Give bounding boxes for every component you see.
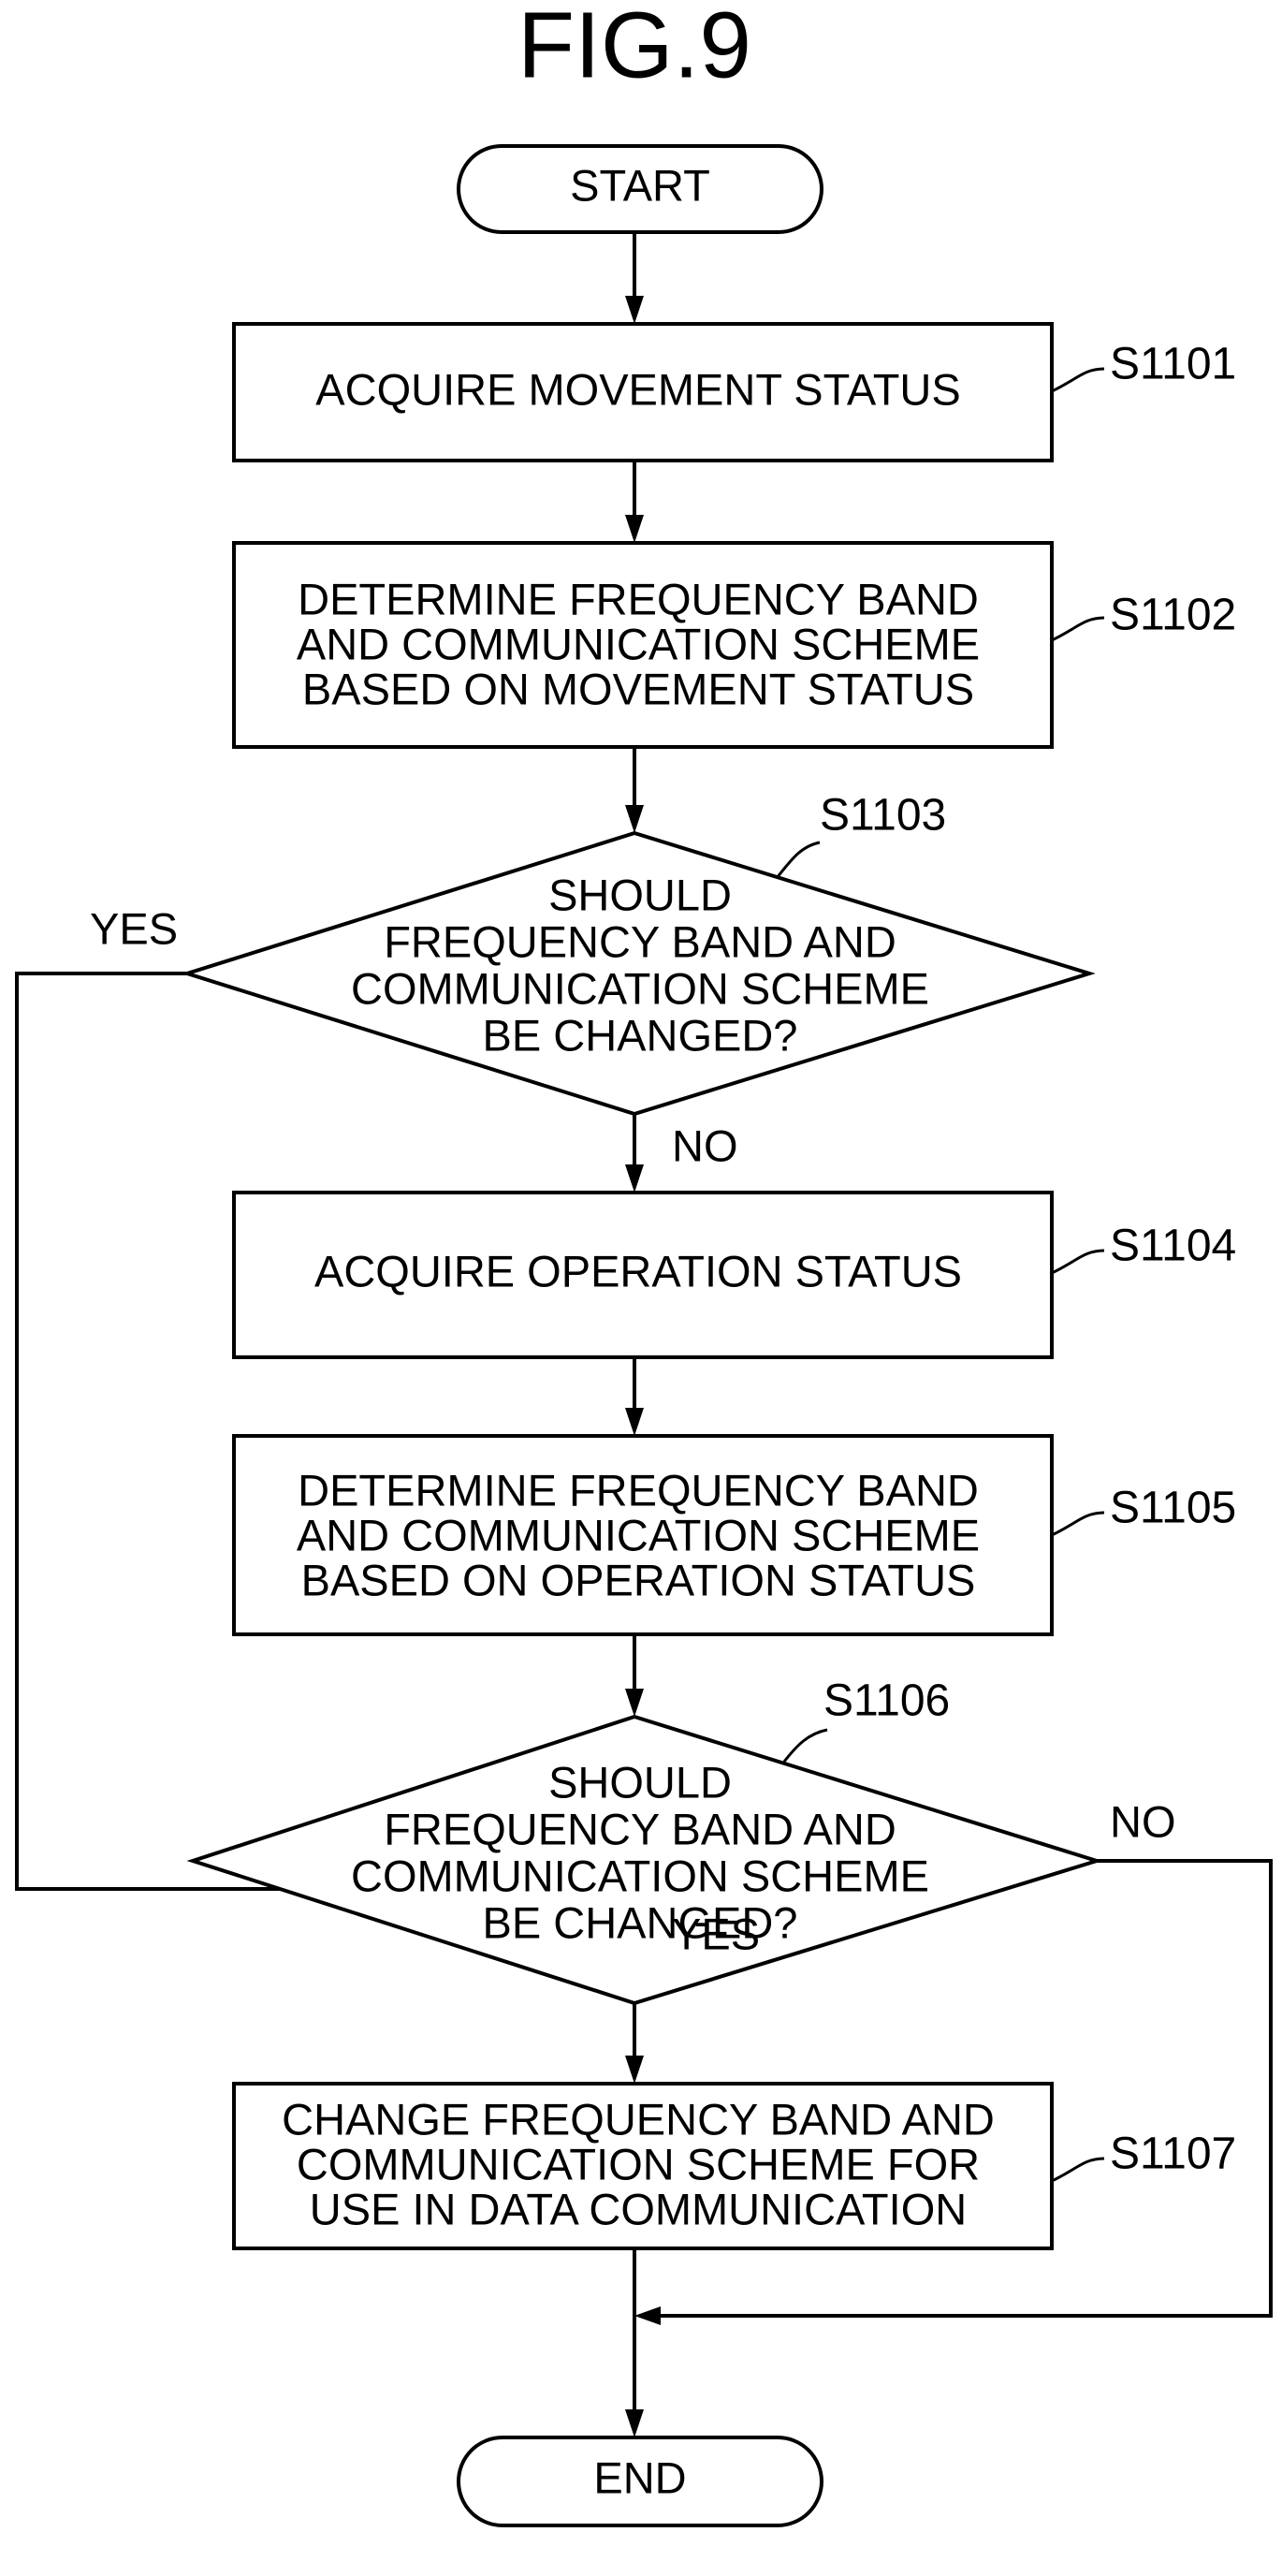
s1103-no-label: NO [672, 1120, 738, 1170]
s1105-leader [1052, 1513, 1104, 1535]
arrowhead [625, 1408, 644, 1436]
s1104-step-label: S1104 [1110, 1222, 1236, 1271]
s1101-step-label: S1101 [1110, 340, 1236, 389]
s1104-line-1: ACQUIRE OPERATION STATUS [314, 1246, 962, 1295]
s1102-step-label: S1102 [1110, 591, 1236, 640]
decision-s1106: SHOULD FREQUENCY BAND AND COMMUNICATION … [193, 1676, 1097, 2003]
process-s1105: DETERMINE FREQUENCY BAND AND COMMUNICATI… [234, 1436, 1236, 1634]
process-s1102: DETERMINE FREQUENCY BAND AND COMMUNICATI… [234, 543, 1236, 747]
s1103-line-3: COMMUNICATION SCHEME [351, 963, 929, 1013]
s1106-step-label: S1106 [823, 1676, 950, 1726]
arrowhead [625, 2409, 644, 2437]
s1102-line-2: AND COMMUNICATION SCHEME [297, 619, 980, 668]
end-label: END [593, 2452, 686, 2502]
s1106-line-3: COMMUNICATION SCHEME [351, 1851, 929, 1900]
start-label: START [570, 160, 710, 210]
s1107-line-2: COMMUNICATION SCHEME FOR [297, 2139, 980, 2188]
end-terminal: END [459, 2437, 822, 2525]
decision-s1103: SHOULD FREQUENCY BAND AND COMMUNICATION … [187, 791, 1089, 1114]
s1101-leader [1052, 369, 1104, 391]
s1102-line-3: BASED ON MOVEMENT STATUS [302, 664, 974, 713]
s1103-line-2: FREQUENCY BAND AND [384, 916, 896, 966]
s1105-line-3: BASED ON OPERATION STATUS [301, 1555, 976, 1604]
arrowhead [625, 1164, 644, 1193]
arrowhead [625, 805, 644, 833]
figure-title: FIG.9 [517, 0, 751, 97]
start-terminal: START [459, 146, 822, 232]
s1103-step-label: S1103 [820, 791, 946, 841]
arrowhead [634, 2306, 661, 2325]
s1103-leader [777, 842, 820, 878]
s1102-leader [1052, 618, 1104, 640]
process-s1101: ACQUIRE MOVEMENT STATUS S1101 [234, 324, 1236, 461]
s1103-yes-label: YES [90, 903, 178, 953]
s1105-line-2: AND COMMUNICATION SCHEME [297, 1510, 980, 1559]
process-s1107: CHANGE FREQUENCY BAND AND COMMUNICATION … [234, 2084, 1236, 2248]
s1106-line-2: FREQUENCY BAND AND [384, 1804, 896, 1853]
s1107-leader [1052, 2159, 1104, 2181]
arrowhead [625, 296, 644, 324]
s1105-line-1: DETERMINE FREQUENCY BAND [298, 1465, 979, 1515]
s1104-leader [1052, 1251, 1104, 1273]
s1107-line-1: CHANGE FREQUENCY BAND AND [282, 2094, 995, 2144]
s1106-no-label: NO [1110, 1796, 1176, 1846]
arrowhead [625, 515, 644, 543]
s1103-line-4: BE CHANGED? [483, 1010, 798, 1060]
s1106-yes-label: YES [672, 1909, 760, 1958]
s1107-line-3: USE IN DATA COMMUNICATION [310, 2184, 967, 2233]
s1103-line-1: SHOULD [548, 870, 732, 919]
arrowhead [625, 2056, 644, 2084]
s1101-line-1: ACQUIRE MOVEMENT STATUS [315, 364, 960, 414]
s1106-line-1: SHOULD [548, 1757, 732, 1807]
s1106-leader [784, 1730, 827, 1762]
s1105-step-label: S1105 [1110, 1484, 1236, 1533]
arrowhead [625, 1689, 644, 1717]
process-s1104: ACQUIRE OPERATION STATUS S1104 [234, 1193, 1236, 1357]
s1107-step-label: S1107 [1110, 2130, 1236, 2179]
s1102-line-1: DETERMINE FREQUENCY BAND [298, 574, 979, 623]
